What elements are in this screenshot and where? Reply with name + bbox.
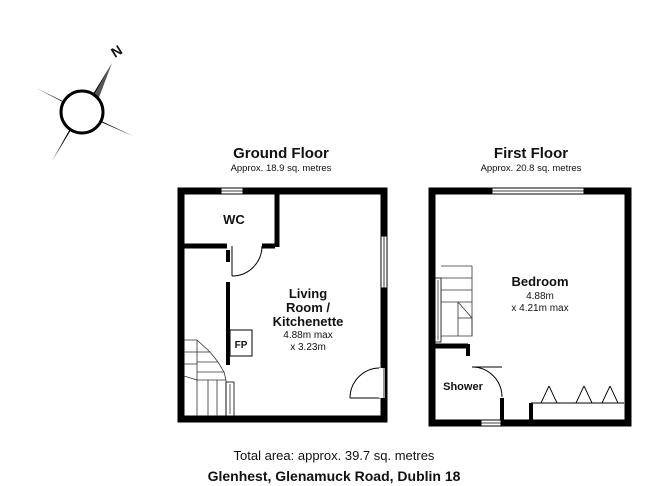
entrance-door-swing <box>349 367 381 399</box>
wc-label: WC <box>223 212 245 227</box>
shower-label: Shower <box>443 381 483 393</box>
bedroom-dimension-2: x 4.21m max <box>511 303 568 314</box>
first-floor-stairs <box>434 265 473 343</box>
north-label: N <box>108 42 125 61</box>
property-address: Glenhest, Glenamuck Road, Dublin 18 <box>208 468 461 484</box>
living-room-label-line3: Kitchenette <box>273 314 344 329</box>
living-room-dimension-2: x 3.23m <box>290 342 326 353</box>
bedroom-dimension-1: 4.88m <box>526 291 554 302</box>
bedroom-label: Bedroom <box>511 274 568 289</box>
ground-floor-plan <box>177 187 388 423</box>
ground-floor-title: Ground Floor <box>233 145 329 162</box>
total-area: Total area: approx. 39.7 sq. metres <box>234 448 435 463</box>
first-floor-title: First Floor <box>494 145 568 162</box>
first-floor-plan <box>428 187 632 427</box>
living-room-label-line2: Room / <box>286 300 330 315</box>
ground-floor-area: Approx. 18.9 sq. metres <box>231 163 332 174</box>
first-floor-area: Approx. 20.8 sq. metres <box>481 163 582 174</box>
fireplace-label: FP <box>235 340 248 351</box>
living-room-label-line1: Living <box>289 286 327 301</box>
wardrobe <box>529 385 624 420</box>
fireplace <box>229 329 253 357</box>
compass-rose-icon <box>36 63 133 161</box>
living-room-dimension-1: 4.88m max <box>283 330 332 341</box>
ground-floor-stairs <box>183 339 235 417</box>
ground-floor-outer-walls <box>177 187 388 423</box>
wc-door-swing <box>231 245 263 277</box>
